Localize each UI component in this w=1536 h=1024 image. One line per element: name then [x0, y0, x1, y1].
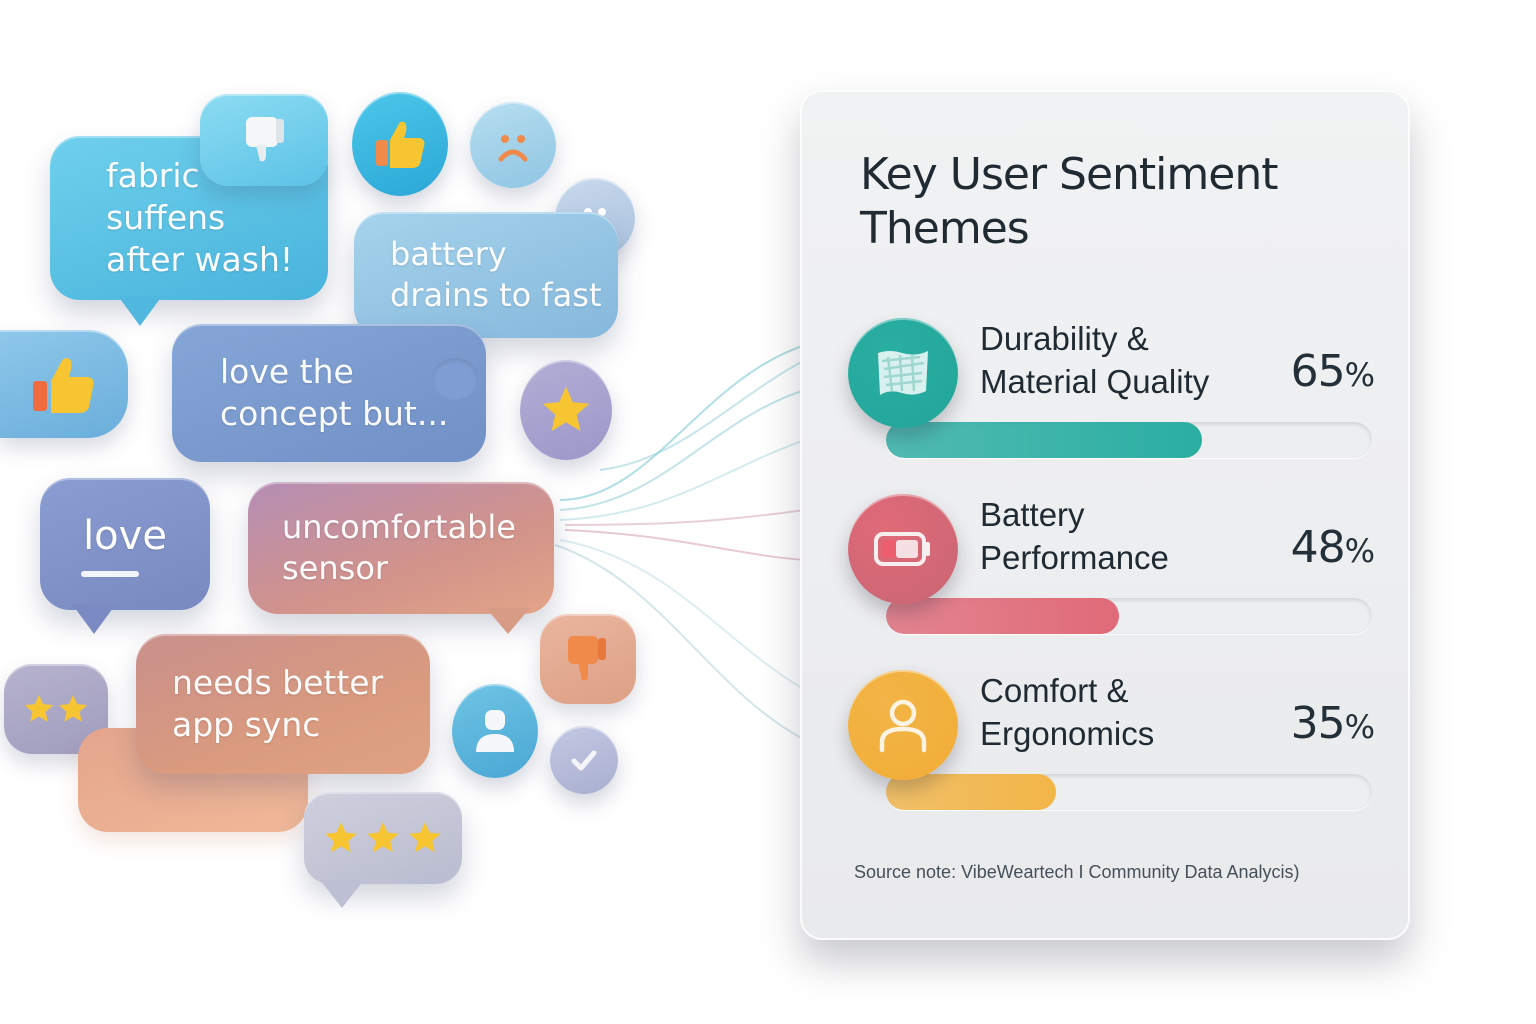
theme-percent: 35% [1290, 698, 1375, 749]
sensor-feedback-text: uncomfortable sensor [282, 508, 516, 587]
check-disc [550, 726, 618, 794]
bubble-tail [118, 296, 162, 326]
source-note: Source note: VibeWeartech I Community Da… [854, 862, 1300, 882]
theme-battery: Battery Performance 48% [848, 494, 1378, 644]
battery-icon [874, 532, 930, 566]
love-underline [81, 570, 139, 577]
thumbs-down-icon [568, 636, 606, 681]
rating-stars-bubble [304, 792, 462, 884]
check-icon [571, 750, 597, 771]
theme-percent-value: 35 [1290, 698, 1346, 749]
user-icon [879, 699, 927, 753]
theme-percent: 65% [1290, 346, 1375, 397]
concept-feedback-bubble: love the concept but... [172, 324, 486, 462]
star-disc [520, 360, 612, 460]
percent-sign: % [1344, 708, 1375, 746]
sync-feedback-text: needs better app sync [172, 662, 384, 744]
flow-line [559, 389, 806, 511]
theme-label: Durability & Material Quality [980, 320, 1210, 400]
sad-face-disc [470, 102, 556, 188]
theme-icon-badge [848, 670, 958, 780]
star-icon [58, 694, 88, 722]
star-icon [367, 822, 399, 853]
theme-bar-fill [886, 774, 1056, 810]
user-icon [476, 710, 514, 752]
love-feedback-bubble: love [40, 478, 210, 610]
theme-percent-value: 65 [1290, 346, 1346, 397]
percent-sign: % [1344, 356, 1375, 394]
user-disc [452, 684, 538, 778]
theme-bar-track [886, 774, 1372, 810]
thumbs-up-disc [352, 92, 448, 196]
theme-bar-fill [886, 422, 1202, 458]
theme-percent-value: 48 [1290, 522, 1346, 573]
star-icon [24, 694, 54, 722]
theme-bar-track [886, 422, 1372, 458]
flow-line [559, 344, 806, 501]
flow-line [564, 509, 806, 526]
fabric-feedback-text: fabric suffens after wash! [106, 155, 294, 280]
concept-feedback-text: love the concept but... [220, 351, 449, 433]
sad-face-icon [498, 135, 528, 162]
bubble-tail [72, 604, 116, 634]
star-icon [542, 386, 590, 431]
rating-stars-tile [4, 664, 108, 754]
bubble-tail [320, 880, 364, 908]
bubble-tail [486, 608, 530, 634]
star-icon [409, 822, 441, 853]
sentiment-themes-panel: Key User Sentiment Themes Durability & M… [800, 90, 1410, 940]
theme-bar-track [886, 598, 1372, 634]
thumbs-down-icon [246, 117, 284, 162]
fabric-icon [878, 351, 928, 395]
theme-icon-badge [848, 494, 958, 604]
flow-line [599, 359, 806, 471]
thumbs-up-icon [33, 358, 94, 413]
sync-feedback-bubble: needs better app sync [136, 634, 430, 774]
flow-line [564, 529, 806, 561]
flow-line [559, 439, 806, 521]
theme-label: Comfort & Ergonomics [980, 672, 1155, 752]
theme-label: Battery Performance [980, 496, 1169, 576]
battery-feedback-bubble: battery drains to fast [354, 212, 618, 338]
theme-comfort: Comfort & Ergonomics 35% [848, 670, 1378, 820]
star-icon [325, 822, 357, 853]
flow-line [559, 539, 806, 691]
sensor-feedback-bubble: uncomfortable sensor [248, 482, 554, 614]
panel-title: Key User Sentiment Themes [860, 149, 1278, 254]
flow-line [554, 544, 806, 741]
theme-percent: 48% [1290, 522, 1375, 573]
thumbs-down-tile [540, 614, 636, 704]
thumbs-down-tile [200, 94, 328, 186]
theme-durability: Durability & Material Quality 65% [848, 318, 1378, 468]
thumbs-up-tile [0, 330, 128, 438]
percent-sign: % [1344, 532, 1375, 570]
bubble-knob [432, 358, 478, 400]
theme-icon-badge [848, 318, 958, 428]
theme-bar-fill [886, 598, 1119, 634]
love-feedback-text: love [83, 513, 167, 560]
thumbs-up-icon [376, 121, 425, 168]
battery-feedback-text: battery drains to fast [390, 235, 602, 314]
